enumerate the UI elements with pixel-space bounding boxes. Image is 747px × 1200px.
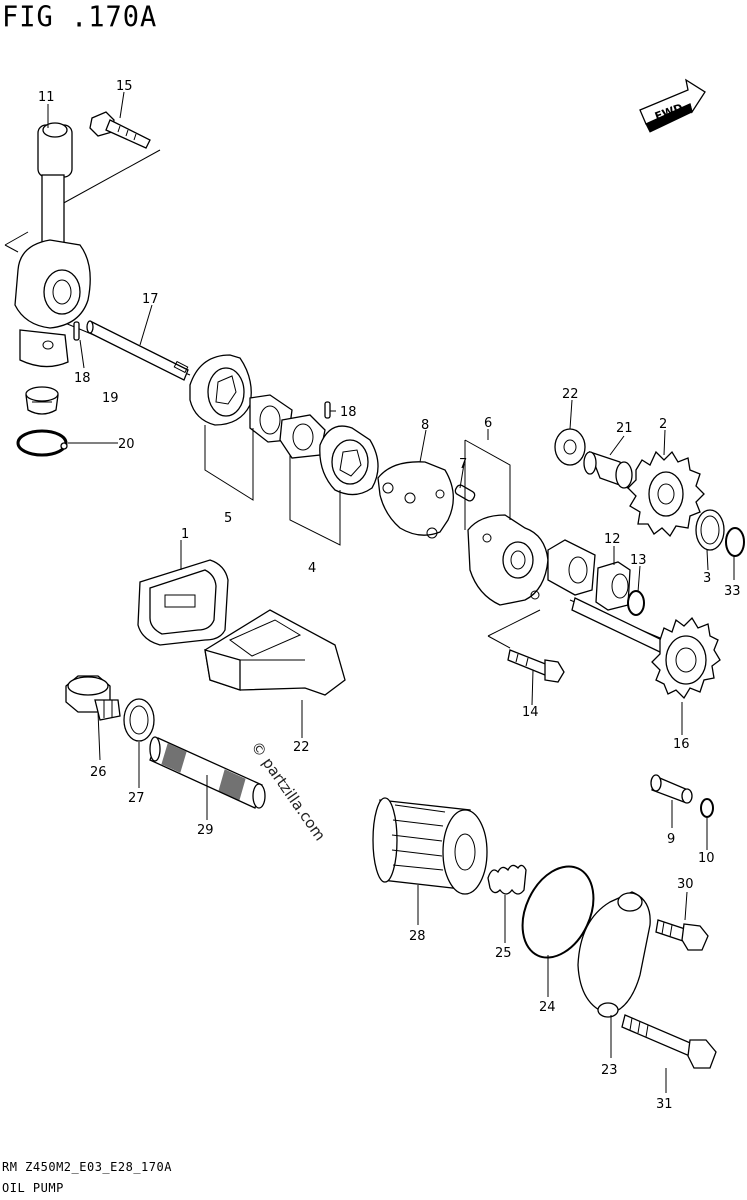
part-33-circlip xyxy=(725,527,745,557)
part-10-small-o-ring xyxy=(700,798,714,818)
callout-21: 21 xyxy=(616,421,633,436)
part-28-oil-filter xyxy=(372,797,488,895)
callout-26: 26 xyxy=(90,765,107,780)
figure-title: FIG .170A xyxy=(2,1,158,34)
callout-17: 17 xyxy=(142,292,159,307)
callout-27: 27 xyxy=(128,791,145,806)
callout-19: 19 xyxy=(102,391,119,406)
part-8-pump-plate xyxy=(377,461,454,539)
callout-4: 4 xyxy=(308,561,316,576)
callout-30: 30 xyxy=(677,877,694,892)
callout-15: 15 xyxy=(116,79,133,94)
callout-18-left: 18 xyxy=(74,371,91,386)
callout-25: 25 xyxy=(495,946,512,961)
callout-6: 6 xyxy=(484,416,492,431)
callout-16: 16 xyxy=(673,737,690,752)
callout-24: 24 xyxy=(539,1000,556,1015)
callout-3: 3 xyxy=(703,571,711,586)
part-23-filter-cap xyxy=(577,891,651,1018)
part-9-union xyxy=(650,774,693,804)
callout-9: 9 xyxy=(667,832,675,847)
fwd-arrow-icon: FWD xyxy=(639,78,706,133)
callout-31: 31 xyxy=(656,1097,673,1112)
callout-5: 5 xyxy=(224,511,232,526)
callout-29: 29 xyxy=(197,823,214,838)
part-31-long-bolt xyxy=(621,1014,717,1069)
callout-1: 1 xyxy=(181,527,189,542)
part-3-washer xyxy=(695,509,725,551)
part-27-gasket-ring xyxy=(123,698,155,742)
part-21-collar xyxy=(583,450,633,490)
part-32-oil-strainer xyxy=(204,609,346,696)
callout-14: 14 xyxy=(522,705,539,720)
part-2-drive-gear xyxy=(627,450,705,538)
part-6-pump-body xyxy=(464,439,596,606)
part-4-rotor-set xyxy=(279,414,379,546)
callout-12: 12 xyxy=(604,532,621,547)
callout-18-right: 18 xyxy=(340,405,357,420)
part-17-shaft xyxy=(86,320,189,381)
part-11-pump-housing xyxy=(14,122,91,368)
callout-22-top: 22 xyxy=(562,387,579,402)
leader-lines xyxy=(47,91,735,1093)
part-18-pin-left xyxy=(73,321,80,341)
part-20-circlip xyxy=(16,429,68,457)
part-18-pin-right xyxy=(324,401,331,419)
callout-labels: 1 2 3 4 5 6 7 8 9 10 11 12 13 14 15 16 1… xyxy=(38,79,741,1112)
part-13-o-ring xyxy=(627,590,645,616)
part-15-bolt xyxy=(89,111,151,149)
drawing-code: RM Z450M2_E03_E28_170A xyxy=(2,1160,172,1174)
part-25-spring xyxy=(487,864,527,895)
callout-7: 7 xyxy=(459,457,467,472)
callout-23: 23 xyxy=(601,1063,618,1078)
part-12-bushing xyxy=(595,561,631,611)
part-30-bolt xyxy=(655,919,709,951)
callout-22-strainer: 22 xyxy=(293,740,310,755)
assembly-name: OIL PUMP xyxy=(2,1181,64,1195)
part-26-drain-plug xyxy=(65,675,121,721)
callout-8: 8 xyxy=(421,418,429,433)
part-16-driven-gear xyxy=(571,597,721,700)
part-14-bolt xyxy=(507,649,565,683)
callout-33: 33 xyxy=(724,584,741,599)
callout-28: 28 xyxy=(409,929,426,944)
part-19-plug xyxy=(25,386,59,415)
callout-2: 2 xyxy=(659,417,667,432)
callout-11: 11 xyxy=(38,90,55,105)
part-29-filter-screen xyxy=(149,736,266,809)
callout-13: 13 xyxy=(630,553,647,568)
part-5-rotor-set xyxy=(189,354,293,501)
callout-10: 10 xyxy=(698,851,715,866)
part-1-gasket xyxy=(137,559,229,646)
part-22-washer xyxy=(554,428,586,466)
callout-20: 20 xyxy=(118,437,135,452)
